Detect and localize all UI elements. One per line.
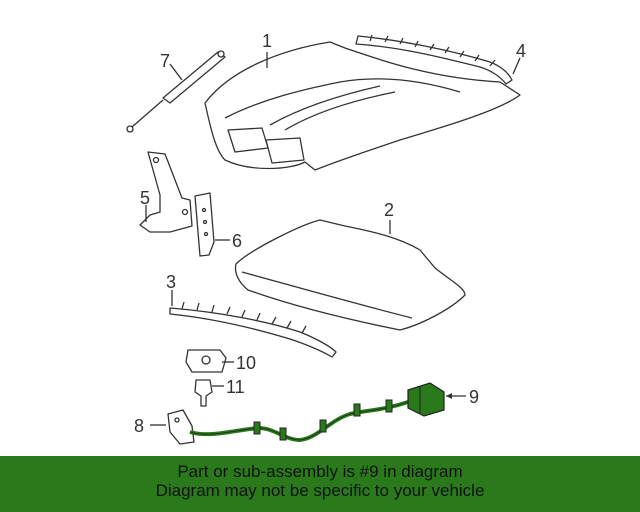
callout-11: 11 xyxy=(226,377,245,397)
callout-6: 6 xyxy=(232,231,242,251)
insulator-part[interactable] xyxy=(234,219,466,331)
banner-line-1: Part or sub-assembly is #9 in diagram xyxy=(177,462,463,481)
callout-10: 10 xyxy=(236,353,256,373)
leader-9-arrow xyxy=(446,393,452,399)
callout-1: 1 xyxy=(262,31,272,51)
leader-4 xyxy=(512,57,521,75)
callout-2: 2 xyxy=(384,200,394,220)
latch-part[interactable] xyxy=(185,349,227,373)
hood-strut-part[interactable] xyxy=(126,50,226,133)
banner-line-2: Diagram may not be specific to your vehi… xyxy=(155,481,485,500)
parts-diagram: 1 4 7 5 6 2 3 xyxy=(126,31,526,445)
release-cable-highlight xyxy=(189,400,409,443)
callout-7: 7 xyxy=(160,51,170,71)
hinge-part[interactable] xyxy=(139,151,193,233)
seal-part[interactable] xyxy=(169,301,337,358)
info-banner: Part or sub-assembly is #9 in diagram Di… xyxy=(0,456,640,512)
callout-4: 4 xyxy=(516,41,526,61)
callout-3: 3 xyxy=(166,272,176,292)
release-handle-part[interactable] xyxy=(167,409,195,445)
hinge-bracket-part[interactable] xyxy=(194,192,215,257)
callout-5: 5 xyxy=(140,188,150,208)
release-cable-part[interactable] xyxy=(189,382,445,443)
leader-7 xyxy=(169,63,183,81)
callout-8: 8 xyxy=(134,416,144,436)
bumper-part[interactable] xyxy=(194,379,213,407)
weatherstrip-part[interactable] xyxy=(355,34,513,85)
callout-9: 9 xyxy=(469,387,479,407)
hood-part[interactable] xyxy=(204,41,521,171)
